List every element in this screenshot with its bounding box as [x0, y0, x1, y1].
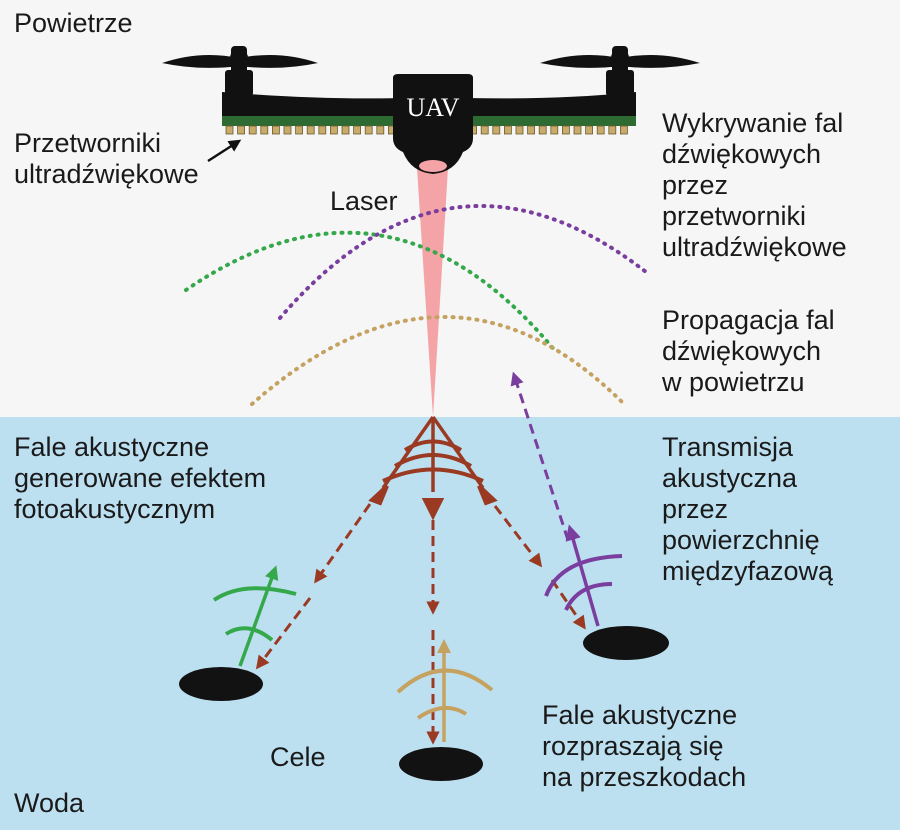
transducer-element — [353, 125, 362, 135]
detection-line-2: dźwiękowych — [662, 139, 822, 169]
transducer-element — [538, 125, 547, 135]
detection-line-1: Wykrywanie fal — [662, 108, 844, 138]
transducer-element — [562, 125, 570, 135]
right-motor-base — [606, 70, 634, 96]
tan-scatter-waves — [396, 639, 494, 742]
air-wavefront-green — [184, 230, 558, 354]
laser-lens — [419, 160, 447, 172]
transducer-element — [480, 125, 489, 135]
transducers-line-1: Przetworniki — [14, 128, 162, 158]
transducer-element — [608, 125, 617, 135]
left-motor-base — [225, 70, 253, 96]
transducer-element — [620, 125, 628, 135]
transducer-element — [237, 125, 246, 135]
detection-line-4: przetworniki — [662, 201, 807, 231]
scattering-line-3: na przeszkodach — [542, 762, 747, 792]
detection-line-5: ultradźwiękowe — [662, 232, 847, 262]
transducer-element — [364, 125, 373, 135]
transducer-element — [376, 125, 385, 135]
air-label: Powietrze — [14, 8, 133, 38]
transmission-line-5: międzyfazową — [662, 556, 834, 586]
transducer-element — [503, 125, 512, 135]
transducer-element — [492, 125, 501, 135]
laser-label: Laser — [330, 186, 398, 216]
photoacoustic-source — [368, 415, 498, 521]
laser-beam — [417, 168, 448, 417]
transducer-element — [271, 125, 280, 135]
scattering-line-1: Fale akustyczne — [542, 700, 738, 730]
green-scatter-waves — [212, 565, 297, 667]
transmission-line-1: Transmisja — [662, 432, 794, 462]
transducer-element — [585, 125, 593, 135]
purple-reflection-waves — [544, 524, 623, 627]
photoacoustic-label: Fale akustyczne generowane efektem fotoa… — [14, 432, 266, 525]
brown-dashed-right-lower — [550, 579, 586, 630]
detection-label: Wykrywanie fal dźwiękowych przez przetwo… — [662, 108, 847, 263]
target-right — [583, 626, 669, 660]
transducer-element — [341, 125, 350, 135]
transducer-element — [329, 125, 338, 135]
transmission-line-3: przez — [662, 494, 729, 524]
transducer-element — [515, 125, 524, 135]
uav-body — [393, 74, 473, 174]
transducer-element — [527, 125, 535, 135]
transducers-line-2: ultradźwiękowe — [14, 159, 199, 189]
uav-label: UAV — [407, 93, 460, 122]
propagation-label: Propagacja fal dźwiękowych w powietrzu — [662, 305, 835, 398]
photoacoustic-line-1: Fale akustyczne — [14, 432, 210, 462]
transducer-element — [318, 125, 327, 135]
transducer-element — [283, 125, 292, 135]
transmission-line-4: powierzchnię — [662, 525, 820, 555]
transmission-line-2: akustyczna — [662, 463, 798, 493]
water-label: Woda — [14, 788, 85, 818]
propagation-line-1: Propagacja fal — [662, 305, 835, 335]
photoacoustic-line-2: generowane efektem — [14, 463, 267, 493]
transducers-label: Przetworniki ultradźwiękowe — [14, 128, 199, 190]
transducer-element — [550, 125, 559, 135]
transducer-element — [295, 125, 304, 135]
transducer-element — [596, 125, 605, 135]
scattering-line-2: rozpraszają się — [542, 731, 724, 761]
target-center — [399, 747, 483, 781]
air-wavefront-tan — [250, 315, 626, 406]
transducer-element — [248, 125, 257, 135]
target-left — [179, 667, 263, 701]
transducer-element — [260, 125, 269, 135]
transducer-element — [306, 125, 315, 135]
uav-drone: UAV — [162, 46, 700, 174]
brown-dashed-right — [493, 505, 543, 568]
scattering-label: Fale akustyczne rozpraszają się na przes… — [542, 700, 746, 793]
propagation-line-2: dźwiękowych — [662, 336, 822, 366]
transducer-element — [225, 125, 234, 135]
brown-dashed-left-lower — [255, 597, 312, 670]
photoacoustic-line-3: fotoakustycznym — [14, 494, 216, 524]
transducer-element — [573, 125, 582, 135]
transducer-pointer-arrow — [207, 139, 242, 163]
detection-line-3: przez — [662, 170, 729, 200]
propagation-line-3: w powietrzu — [662, 367, 805, 397]
transmission-label: Transmisja akustyczna przez powierzchnię… — [662, 432, 833, 587]
purple-dashed-transmission — [510, 371, 570, 541]
air-wavefront-purple — [278, 204, 648, 320]
targets-label: Cele — [270, 742, 326, 772]
